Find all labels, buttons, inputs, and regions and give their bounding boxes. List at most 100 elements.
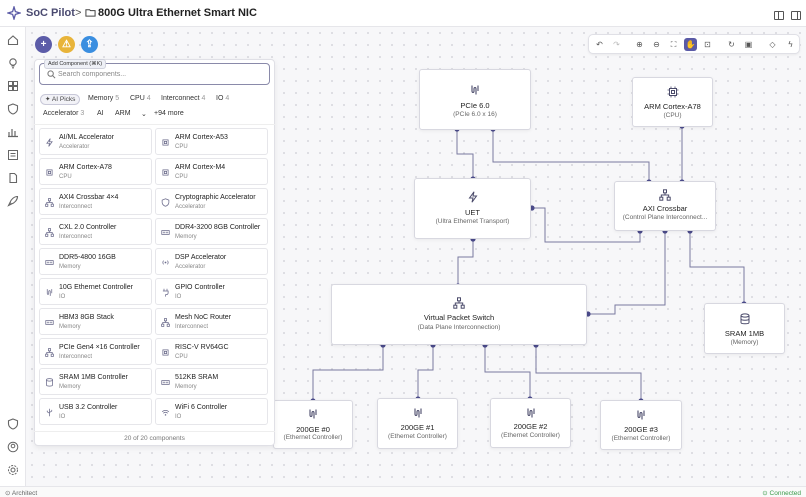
home-icon[interactable] <box>7 34 19 46</box>
filter-more[interactable]: +94 more <box>154 110 184 117</box>
node-subtitle: (PCIe 6.0 x 16) <box>453 111 497 118</box>
filter-ai[interactable]: AI <box>97 110 104 117</box>
search-box[interactable] <box>39 63 270 85</box>
node-200ge-1[interactable]: 200GE #1 (Ethernet Controller) <box>377 398 458 449</box>
node-200ge-0[interactable]: 200GE #0 (Ethernet Controller) <box>273 400 353 449</box>
node-sram-1mb[interactable]: SRAM 1MB (Memory) <box>704 303 785 354</box>
nav-sidebar <box>0 27 26 486</box>
node-subtitle: (Data Plane Interconnection) <box>417 324 501 331</box>
zoom-out-icon[interactable]: ⊖ <box>653 40 660 49</box>
component-name: Cryptographic Accelerator <box>175 194 256 201</box>
warnings-button[interactable]: ⚠ <box>58 36 75 53</box>
user-icon[interactable] <box>7 441 19 453</box>
component-category: Interconnect <box>175 324 209 330</box>
filter-memory[interactable]: Memory 5 <box>88 95 119 102</box>
document-icon[interactable] <box>7 172 19 184</box>
component-category: Memory <box>175 384 197 390</box>
node-arm-cortex-a78[interactable]: ARM Cortex-A78 (CPU) <box>632 77 713 127</box>
node-subtitle: (Memory) <box>730 339 759 346</box>
node-virtual-packet-switch[interactable]: Virtual Packet Switch (Data Plane Interc… <box>331 284 587 345</box>
component-category: IO <box>175 294 182 300</box>
filter-arm[interactable]: ARM <box>115 110 131 117</box>
top-bar: SoC Pilot > 800G Ultra Ethernet Smart NI… <box>0 0 806 27</box>
zoom-in-icon[interactable]: ⊕ <box>636 40 643 49</box>
node-uet[interactable]: UET (Ultra Ethernet Transport) <box>414 178 531 239</box>
shield-check-icon[interactable] <box>7 103 19 115</box>
component-name: WiFi 6 Controller <box>175 404 228 411</box>
node-title: UET <box>465 208 480 217</box>
bar-chart-icon[interactable] <box>7 126 19 138</box>
filter-label: AI <box>97 110 104 117</box>
list-icon[interactable] <box>7 149 19 161</box>
filter-count: 4 <box>225 95 230 102</box>
pan-hand-icon[interactable]: ✋ <box>684 38 697 51</box>
search-input[interactable] <box>58 68 258 80</box>
lock-icon[interactable]: ⊡ <box>704 40 711 49</box>
upload-icon: ⇪ <box>85 39 94 50</box>
node-200ge-3[interactable]: 200GE #3 (Ethernet Controller) <box>600 400 682 450</box>
shield-icon <box>161 198 170 207</box>
io-icon <box>46 289 53 296</box>
node-subtitle: (CPU) <box>663 112 682 119</box>
filter-accelerator[interactable]: Accelerator 3 <box>43 110 84 117</box>
chevron-down-icon[interactable]: ⌄ <box>141 110 147 118</box>
component-category: Memory <box>59 324 81 330</box>
component-category: Interconnect <box>59 204 93 210</box>
filter-io[interactable]: IO 4 <box>216 95 229 102</box>
node-200ge-2[interactable]: 200GE #2 (Ethernet Controller) <box>490 398 571 448</box>
dashboard-icon[interactable] <box>7 80 19 92</box>
shield-icon[interactable] <box>7 418 19 430</box>
project-title[interactable]: 800G Ultra Ethernet Smart NIC <box>98 7 257 19</box>
node-axi-crossbar[interactable]: AXI Crossbar (Control Plane Interconnect… <box>614 181 716 231</box>
filter-cpu[interactable]: CPU 4 <box>130 95 151 102</box>
canvas-toolbar: ↶ ↷ ⊕ ⊖ ⛶ ✋ ⊡ ↻ ▣ ◇ ϟ <box>588 34 800 54</box>
filter-ai-picks[interactable]: ✦ AI Picks <box>40 94 81 105</box>
rocket-icon[interactable] <box>7 195 19 207</box>
filter-label: ARM <box>115 110 131 117</box>
memory-icon <box>161 380 170 385</box>
filter-interconnect[interactable]: Interconnect 4 <box>161 95 205 102</box>
status-role-label: Architect <box>11 490 38 497</box>
redo-icon[interactable]: ↷ <box>613 40 620 49</box>
refresh-icon[interactable]: ↻ <box>728 40 735 49</box>
sidebar-toggle-button[interactable] <box>791 11 801 20</box>
add-component-tooltip: Add Component (⌘K) <box>44 59 107 69</box>
plug-icon <box>162 288 169 297</box>
bolt-icon[interactable]: ϟ <box>788 40 793 49</box>
tag-icon[interactable]: ◇ <box>769 40 776 49</box>
gear-icon[interactable] <box>7 464 19 476</box>
save-icon[interactable]: ▣ <box>744 40 753 49</box>
upload-button[interactable]: ⇪ <box>81 36 98 53</box>
add-component-button[interactable]: + <box>35 36 52 53</box>
cpu-icon <box>162 349 169 356</box>
filter-count: 4 <box>146 95 151 102</box>
lightbulb-icon[interactable] <box>7 57 19 69</box>
network-icon <box>453 297 465 309</box>
node-pcie[interactable]: PCIe 6.0 (PCIe 6.0 x 16) <box>419 69 531 130</box>
layout-toggle-button[interactable] <box>774 11 784 20</box>
component-name: CXL 2.0 Controller <box>59 224 117 231</box>
component-name: DSP Accelerator <box>175 254 227 261</box>
undo-icon[interactable]: ↶ <box>596 40 603 49</box>
fit-screen-icon[interactable]: ⛶ <box>670 40 677 49</box>
